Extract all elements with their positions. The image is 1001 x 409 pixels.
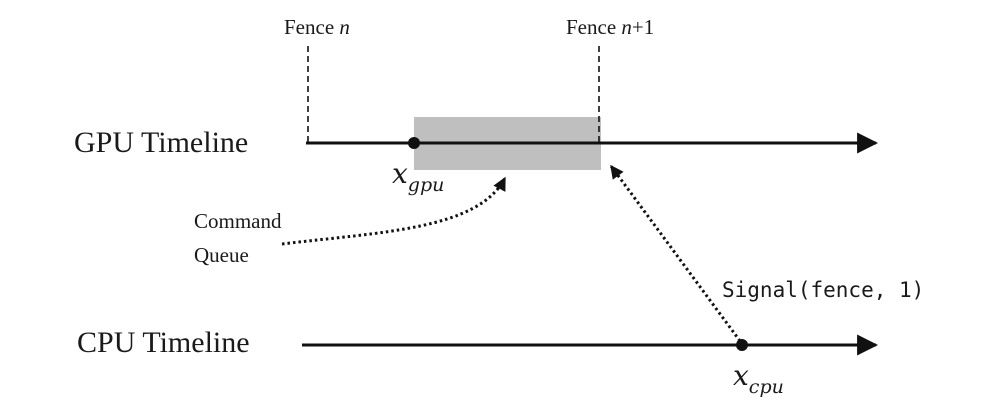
command-queue-label-line2: Queue — [194, 243, 249, 267]
gpu-timeline-label: GPU Timeline — [74, 126, 248, 159]
command-queue-pointer-arrow — [281, 176, 507, 246]
cpu-timeline-label: CPU Timeline — [77, 326, 250, 359]
signal-pointer-arrow — [609, 164, 742, 342]
command-queue-label-line1: Command — [194, 209, 282, 233]
fence-n-label: Fence n — [284, 15, 350, 39]
signal-call-label: Signal(fence, 1) — [722, 278, 924, 302]
x-gpu-label: xgpu — [392, 157, 444, 196]
x-cpu-label: xcpu — [733, 359, 784, 398]
fence-n-plus-1-label: Fence n+1 — [566, 15, 654, 39]
gpu-timeline-point — [408, 137, 420, 149]
cpu-timeline-point — [736, 339, 748, 351]
